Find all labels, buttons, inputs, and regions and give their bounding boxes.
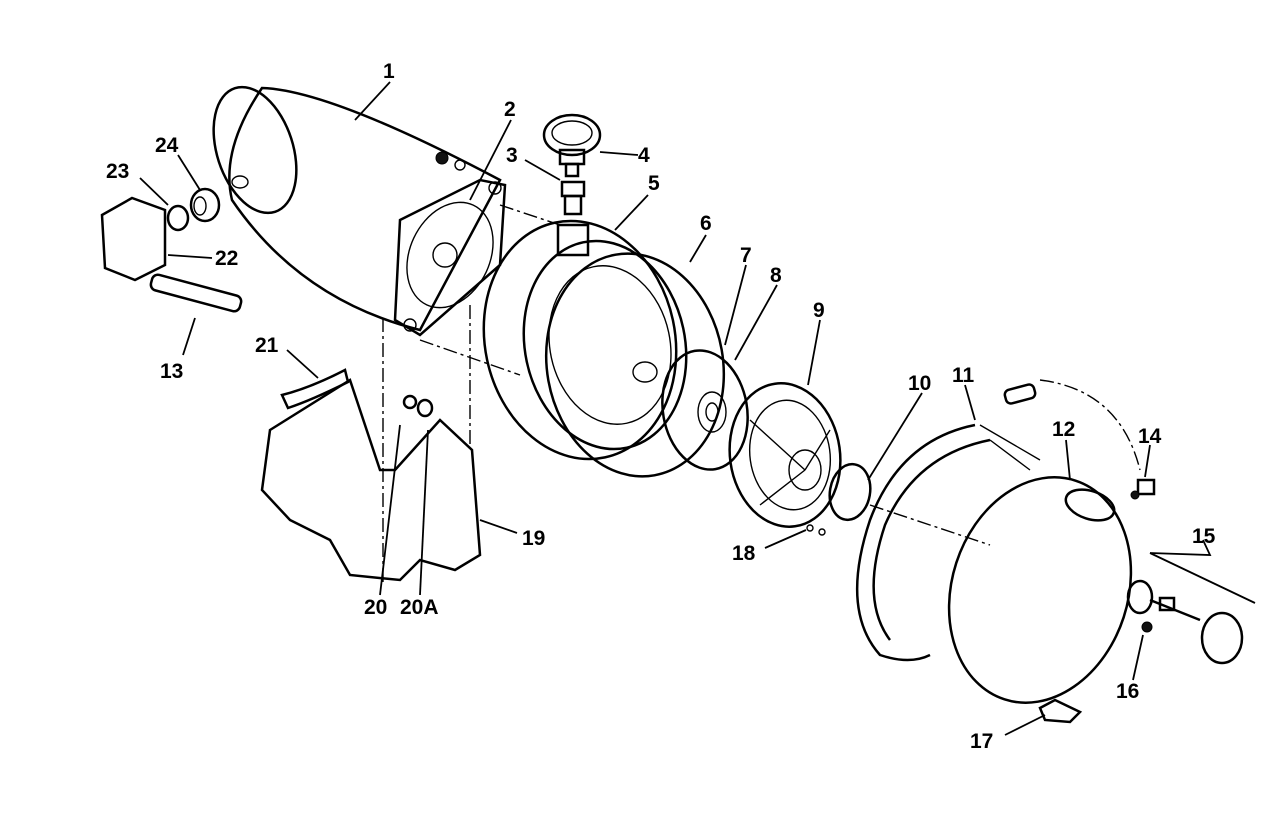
drain-fitting [1130,478,1156,500]
shaft-pin [149,273,243,313]
callout-24: 24 [155,134,179,157]
strainer-cover [947,476,1133,704]
leader-lines [139,81,1256,736]
pump-housing [482,219,688,461]
callout-22: 22 [215,247,238,270]
callout-13: 13 [160,360,183,383]
callout-19: 19 [522,527,545,550]
callout-23: 23 [106,160,129,183]
callout-17: 17 [970,730,993,753]
callout-3: 3 [506,144,518,167]
callout-16: 16 [1116,680,1139,703]
small-plug [1141,621,1153,633]
base-mount-guides [382,305,471,585]
callout-1: 1 [383,60,395,83]
callout-9: 9 [813,299,825,322]
drain-hose-route [1039,379,1141,471]
callout-6: 6 [700,212,712,235]
seal-plate-ring [855,423,1041,662]
callout-14: 14 [1138,425,1162,448]
motor-end-flange [393,178,507,337]
callout-10: 10 [908,372,931,395]
callout-18: 18 [732,542,756,565]
base-washers [402,394,434,418]
pump-base [260,378,482,582]
callout-11: 11 [952,364,975,387]
callout-8: 8 [770,264,782,287]
pressure-gauge [542,113,602,178]
pipe-plug [560,180,586,216]
drain-plug-assembly [1126,579,1244,665]
callout-21: 21 [255,334,279,357]
gasket [166,204,190,232]
switch-housing [100,196,167,282]
callout-12: 12 [1052,418,1075,441]
callout-15: 15 [1192,525,1216,548]
spring [189,187,221,223]
housing-o-ring [544,252,726,478]
callout-20a: 20A [400,596,439,619]
impeller [661,349,749,471]
callout-20: 20 [364,596,387,619]
hose-fitting [1003,383,1037,405]
callouts: 1 2 3 4 5 6 7 8 9 10 11 12 13 14 15 16 1… [106,60,1216,753]
diffuser-o-ring [828,462,872,522]
drain-cock [1038,698,1083,724]
callout-2: 2 [504,98,516,121]
motor [212,85,502,332]
callout-7: 7 [740,244,752,267]
callout-5: 5 [648,172,660,195]
callout-4: 4 [638,144,650,167]
diffuser [728,382,842,528]
bolt [435,151,466,171]
diffuser-screws [806,524,826,536]
